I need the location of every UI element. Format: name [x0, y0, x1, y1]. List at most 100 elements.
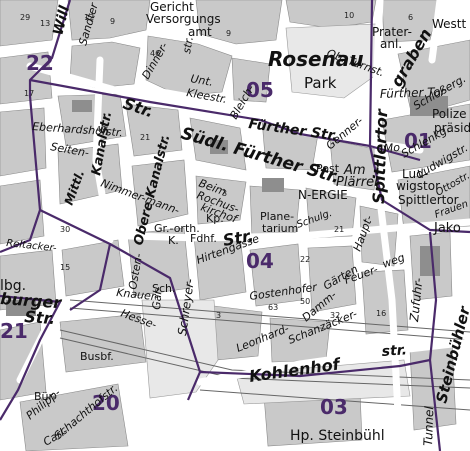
svg-text:3: 3	[216, 311, 221, 320]
block	[307, 245, 357, 313]
street-mo: Mo	[383, 141, 400, 155]
building	[420, 246, 440, 276]
block	[0, 321, 47, 401]
block	[19, 383, 129, 451]
boundary-22-west	[0, 0, 72, 254]
place-prater-2: anl.	[380, 37, 402, 51]
svg-text:10: 10	[344, 11, 354, 20]
rail-line	[69, 299, 470, 333]
street-tunnel: Tunnel	[421, 405, 436, 446]
block	[195, 175, 247, 225]
block	[67, 0, 151, 41]
street-knauer: Knauer-	[116, 286, 160, 303]
block	[125, 103, 183, 157]
district-label-04: 04	[246, 249, 274, 273]
svg-text:46: 46	[150, 49, 160, 58]
road-spittlertor	[372, 0, 404, 451]
boundary-20-east	[109, 243, 202, 401]
block	[127, 227, 191, 297]
place-prater-1: Prater-	[372, 25, 412, 39]
svg-text:32: 32	[330, 311, 340, 320]
block	[305, 187, 357, 239]
place-gericht: Gericht	[150, 0, 194, 14]
rail-line	[59, 329, 470, 381]
svg-text:21: 21	[140, 133, 150, 142]
place-plaerrer: Plärrer	[336, 175, 381, 190]
district-label-03: 03	[320, 395, 348, 419]
building	[262, 178, 284, 192]
block	[381, 0, 441, 43]
place-planetarium-1: Plane-	[260, 210, 294, 223]
svg-text:6: 6	[408, 13, 413, 22]
district-label-01: 01	[404, 129, 432, 153]
place-hp-steinbuehl: Hp. Steinbühl	[290, 428, 385, 444]
svg-text:9: 9	[110, 17, 115, 26]
place-versorgungsamt-2: amt	[188, 25, 212, 39]
district-labels: 22 05 01 04 21 20 03	[0, 51, 432, 419]
place-kp: Kp.	[206, 212, 224, 225]
block	[59, 313, 147, 373]
svg-text:30: 30	[60, 225, 70, 234]
boundary-21	[0, 294, 62, 421]
road-fuerther	[146, 86, 364, 130]
rail-line	[199, 389, 470, 411]
place-polizei-2: präsid	[434, 121, 470, 135]
road-horizontal	[56, 218, 470, 242]
svg-text:21: 21	[334, 225, 344, 234]
block	[131, 159, 189, 227]
place-busbf: Busbf.	[80, 350, 114, 363]
street-osten: Osten-	[126, 252, 145, 290]
block	[0, 0, 59, 47]
place-post: Post	[316, 162, 340, 175]
boundary-03-east	[428, 231, 442, 451]
place-fdhf: Fdhf.	[190, 232, 217, 245]
road-suedl-fuerther	[26, 62, 424, 154]
svg-text:17: 17	[24, 89, 34, 98]
buildings	[6, 96, 448, 316]
svg-text:13: 13	[40, 19, 50, 28]
svg-text:29: 29	[20, 13, 30, 22]
boundary-04-west	[39, 209, 112, 311]
place-spittlertor: Spittlertor	[398, 193, 459, 207]
street-zufuhr: Zufuhr-	[407, 277, 426, 323]
main-roads	[16, 0, 470, 451]
boundary-03-north	[199, 358, 431, 378]
building	[210, 140, 228, 154]
place-sch: Sch.	[152, 282, 176, 295]
place-jako: Jako	[433, 221, 461, 236]
building	[72, 100, 92, 112]
street-schl: str.	[180, 35, 196, 54]
place-park: Park	[304, 74, 337, 92]
rosenau-park-area	[285, 23, 381, 99]
place-rosenau: Rosenau	[268, 47, 364, 71]
block	[231, 57, 271, 103]
place-lbg: lbg.	[0, 278, 26, 294]
rail-line	[69, 307, 470, 341]
place-gr-orth: Gr.-orth.	[154, 222, 200, 235]
road-graben	[428, 0, 444, 64]
place-ludwigstor-2: wigstor	[396, 179, 440, 193]
svg-text:15: 15	[60, 263, 70, 272]
building	[410, 96, 448, 116]
street-unt: Unt.	[189, 72, 214, 89]
street-eberhardshofstr: Eberhardshofstr.	[32, 120, 123, 139]
district-label-21: 21	[0, 319, 28, 343]
district-label-20: 20	[92, 391, 120, 415]
street-kohlenhof-str: str.	[381, 342, 407, 360]
svg-text:63: 63	[268, 303, 278, 312]
block	[249, 243, 303, 307]
place-polizei-1: Polize	[432, 107, 467, 121]
svg-text:12: 12	[84, 13, 94, 22]
block	[145, 35, 233, 97]
block	[329, 139, 381, 191]
street-burger-str: Str.	[24, 307, 56, 328]
street-burger: burger	[0, 289, 63, 312]
svg-text:9: 9	[226, 29, 231, 38]
place-planetarium-2: tarium	[262, 222, 298, 235]
svg-text:47: 47	[96, 125, 106, 134]
svg-text:22: 22	[300, 255, 310, 264]
